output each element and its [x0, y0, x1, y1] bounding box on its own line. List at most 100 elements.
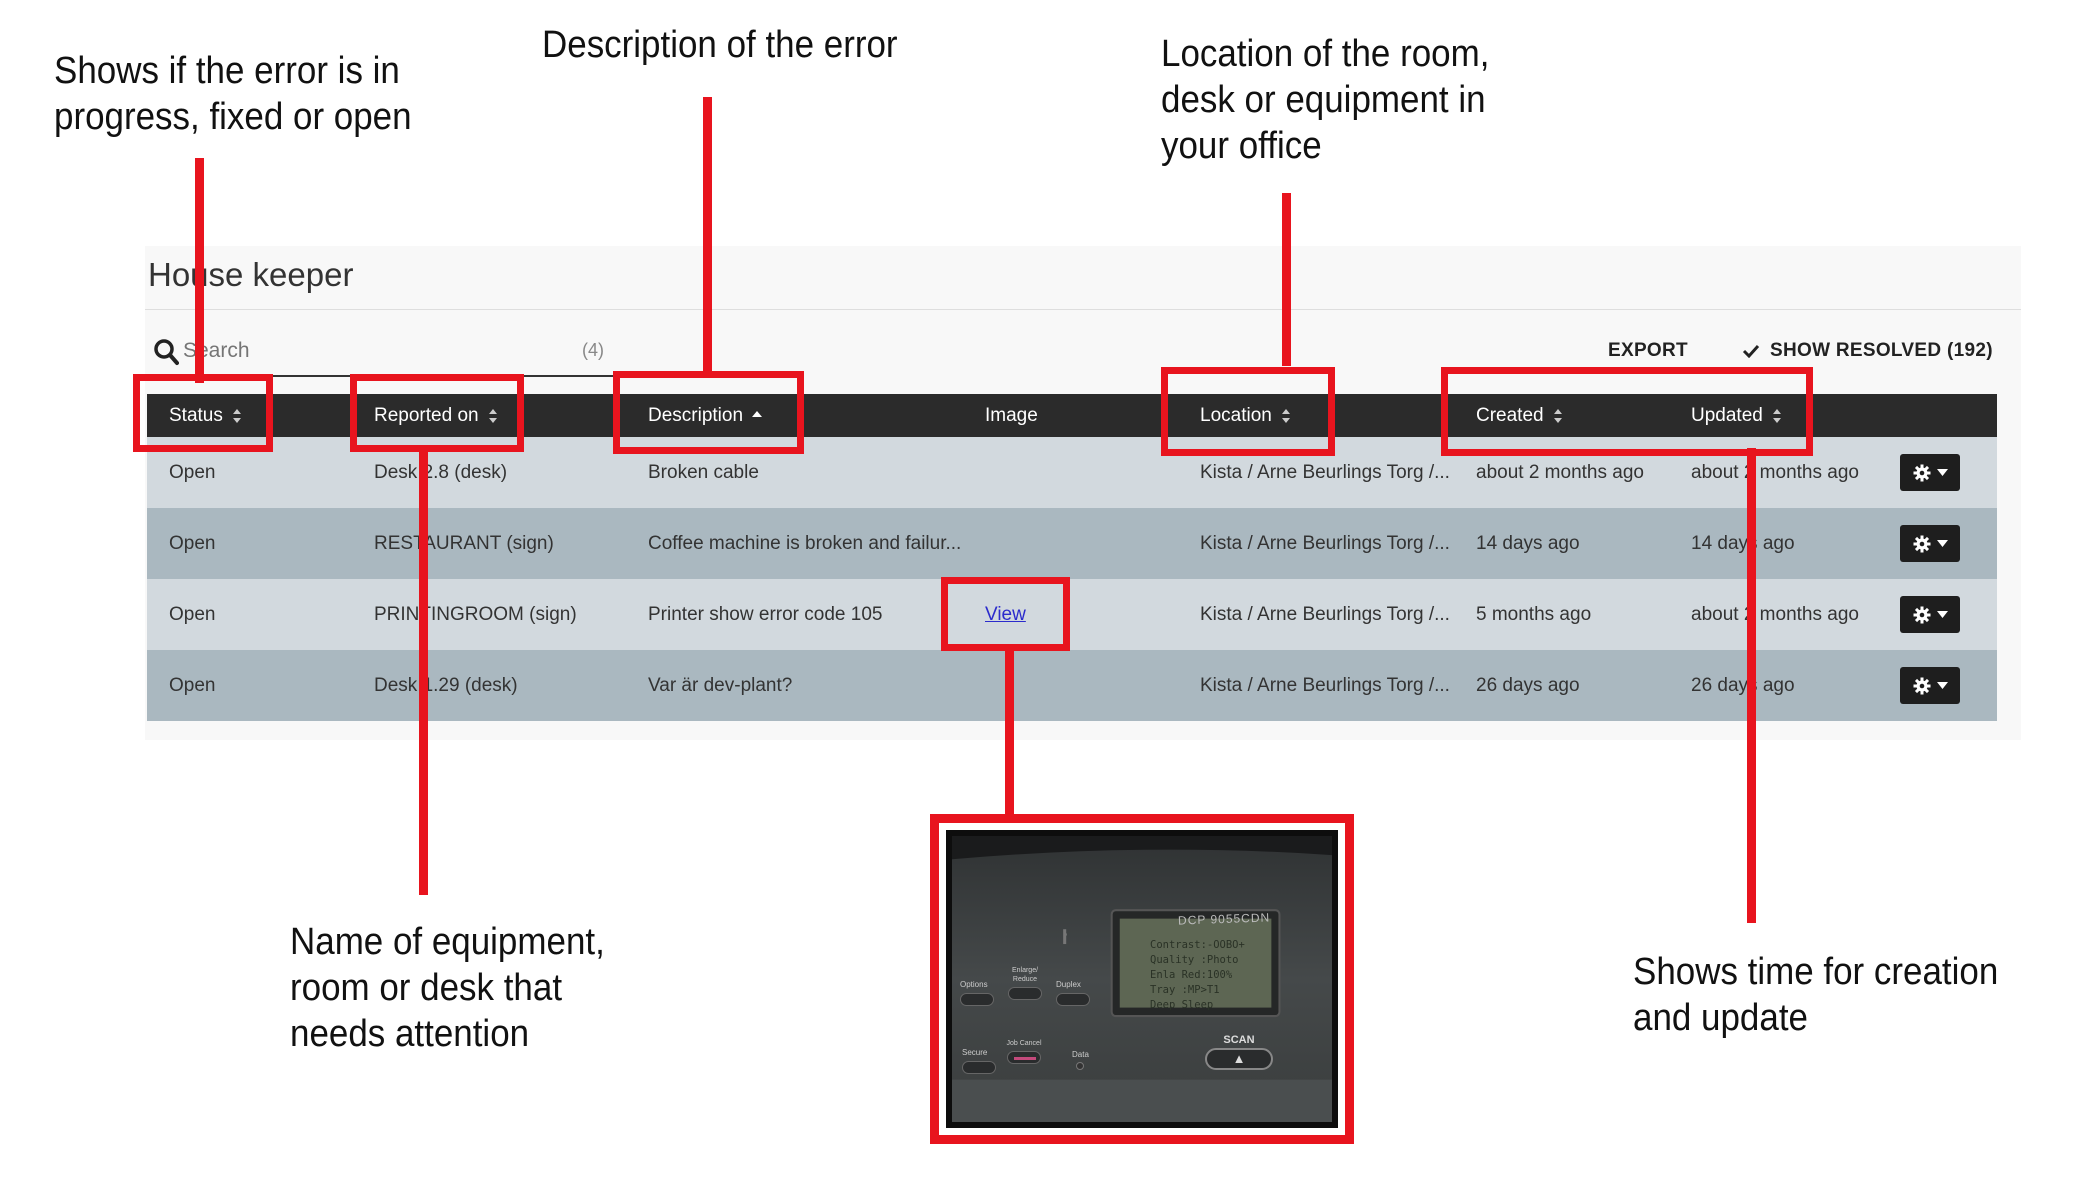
- column-location[interactable]: Location: [1200, 394, 1291, 437]
- title-divider: [145, 309, 2021, 310]
- cell-location: Kista / Arne Beurlings Torg /...: [1200, 462, 1450, 483]
- cell-description: Broken cable: [648, 462, 759, 483]
- cell-status: Open: [169, 675, 216, 696]
- printer-button-duplex: Duplex: [1056, 980, 1090, 1006]
- column-updated[interactable]: Updated: [1691, 394, 1782, 437]
- search-icon: [154, 339, 179, 365]
- column-status-label: Status: [169, 405, 223, 426]
- show-resolved-toggle[interactable]: SHOW RESOLVED (192): [1742, 340, 1993, 362]
- table-row[interactable]: Open Desk 1.29 (desk) Var är dev-plant? …: [147, 650, 1997, 721]
- table-header: Status Reported on Description Image Loc…: [147, 394, 1997, 437]
- annotation-description: Description of the error: [542, 24, 898, 66]
- sort-icon: [488, 408, 497, 423]
- screen-line: Deep Sleep: [1150, 999, 1214, 1011]
- page-title: House keeper: [148, 256, 354, 293]
- cell-status: Open: [169, 533, 216, 554]
- screen-line: Quality :Photo: [1150, 954, 1239, 966]
- printer-scan-button: SCAN ▲: [1205, 1034, 1273, 1070]
- caret-down-icon: [1936, 611, 1948, 618]
- search-result-count: (4): [582, 340, 604, 360]
- caret-down-icon: [1936, 540, 1948, 547]
- sort-icon: [1281, 408, 1290, 423]
- export-button[interactable]: EXPORT: [1608, 340, 1688, 361]
- cell-location: Kista / Arne Beurlings Torg /...: [1200, 604, 1450, 625]
- cell-location: Kista / Arne Beurlings Torg /...: [1200, 533, 1450, 554]
- annotation-location: Location of the room, desk or equipment …: [1161, 33, 1490, 167]
- sort-icon: [1772, 408, 1781, 423]
- pointer-line-created-updated: [1747, 448, 1756, 923]
- gear-icon: [1913, 535, 1930, 552]
- sort-icon: [1553, 408, 1562, 423]
- printer-button-enlarge: Enlarge/ Reduce: [1002, 966, 1048, 1000]
- column-reported-on-label: Reported on: [374, 405, 479, 426]
- check-icon: [1742, 344, 1760, 358]
- annotation-status: Shows if the error is in progress, fixed…: [54, 50, 412, 138]
- highlight-location: [1161, 367, 1335, 456]
- cell-created: 14 days ago: [1476, 533, 1580, 554]
- cell-updated: about 2 months ago: [1691, 604, 1859, 625]
- table-row[interactable]: Open RESTAURANT (sign) Coffee machine is…: [147, 508, 1997, 579]
- annotation-created-updated: Shows time for creation and update: [1633, 951, 1999, 1039]
- annotation-reported-on: Name of equipment, room or desk that nee…: [290, 921, 605, 1055]
- row-actions-button[interactable]: [1900, 667, 1960, 704]
- gear-icon: [1913, 677, 1930, 694]
- column-created[interactable]: Created: [1476, 394, 1563, 437]
- sort-ascending-icon: [752, 410, 763, 417]
- column-updated-label: Updated: [1691, 405, 1763, 426]
- cell-reported-on: RESTAURANT (sign): [374, 533, 554, 554]
- highlight-view-link: [941, 577, 1070, 651]
- gear-icon: [1913, 464, 1930, 481]
- pointer-line-image: [1005, 647, 1014, 814]
- cell-created: 5 months ago: [1476, 604, 1592, 625]
- column-reported-on[interactable]: Reported on: [374, 394, 498, 437]
- gear-icon: [1913, 606, 1930, 623]
- search-input[interactable]: [183, 334, 563, 368]
- screen-line: Contrast:-OOBO+: [1150, 939, 1245, 951]
- cell-updated: 14 days ago: [1691, 533, 1795, 554]
- screen-line: Tray :MP>T1: [1150, 984, 1220, 996]
- pointer-line-reported-on: [419, 448, 428, 895]
- cell-status: Open: [169, 604, 216, 625]
- cell-description: Var är dev-plant?: [648, 675, 793, 696]
- screen-line: Enla Red:100%: [1150, 969, 1233, 981]
- printer-button-options: Options: [960, 980, 994, 1006]
- row-actions-button[interactable]: [1900, 596, 1960, 633]
- printer-button-job-cancel: Job Cancel: [1004, 1040, 1044, 1064]
- column-image-label: Image: [985, 405, 1038, 426]
- cell-status: Open: [169, 462, 216, 483]
- column-status[interactable]: Status: [169, 394, 242, 437]
- cell-image: View: [985, 579, 1026, 650]
- pointer-line-description: [703, 97, 712, 371]
- cell-reported-on: Desk 1.29 (desk): [374, 675, 518, 696]
- pointer-line-location: [1282, 193, 1291, 366]
- cell-created: about 2 months ago: [1476, 462, 1644, 483]
- cell-updated: about 2 months ago: [1691, 462, 1859, 483]
- highlight-reported-on: [350, 374, 524, 452]
- cell-reported-on: Desk 2.8 (desk): [374, 462, 508, 483]
- housekeeper-panel: House keeper (4) EXPORT SHOW RESOLVED (1…: [145, 246, 2021, 740]
- image-preview-frame: [930, 814, 1354, 1144]
- view-image-link[interactable]: View: [985, 604, 1026, 625]
- row-actions-button[interactable]: [1900, 525, 1960, 562]
- caret-down-icon: [1936, 682, 1948, 689]
- pointer-line-status: [195, 158, 204, 383]
- highlight-status: [133, 374, 273, 452]
- printer-photo: [952, 836, 1332, 1122]
- show-resolved-label: SHOW RESOLVED (192): [1770, 340, 1993, 361]
- cell-description: Printer show error code 105: [648, 604, 883, 625]
- column-location-label: Location: [1200, 405, 1272, 426]
- caret-down-icon: [1936, 469, 1948, 476]
- printer-data-led: Data: [1072, 1050, 1089, 1070]
- cell-location: Kista / Arne Beurlings Torg /...: [1200, 675, 1450, 696]
- image-preview: [946, 830, 1338, 1128]
- highlight-created-updated: [1441, 367, 1813, 456]
- row-actions-button[interactable]: [1900, 454, 1960, 491]
- cell-reported-on: PRINTINGROOM (sign): [374, 604, 577, 625]
- printer-screen-text: Contrast:-OOBO+ Quality :Photo Enla Red:…: [1150, 938, 1245, 1013]
- column-description-label: Description: [648, 405, 744, 426]
- sort-icon: [232, 408, 241, 423]
- column-created-label: Created: [1476, 405, 1544, 426]
- column-description[interactable]: Description: [648, 394, 763, 437]
- cell-description: Coffee machine is broken and failur...: [648, 533, 962, 554]
- cell-created: 26 days ago: [1476, 675, 1580, 696]
